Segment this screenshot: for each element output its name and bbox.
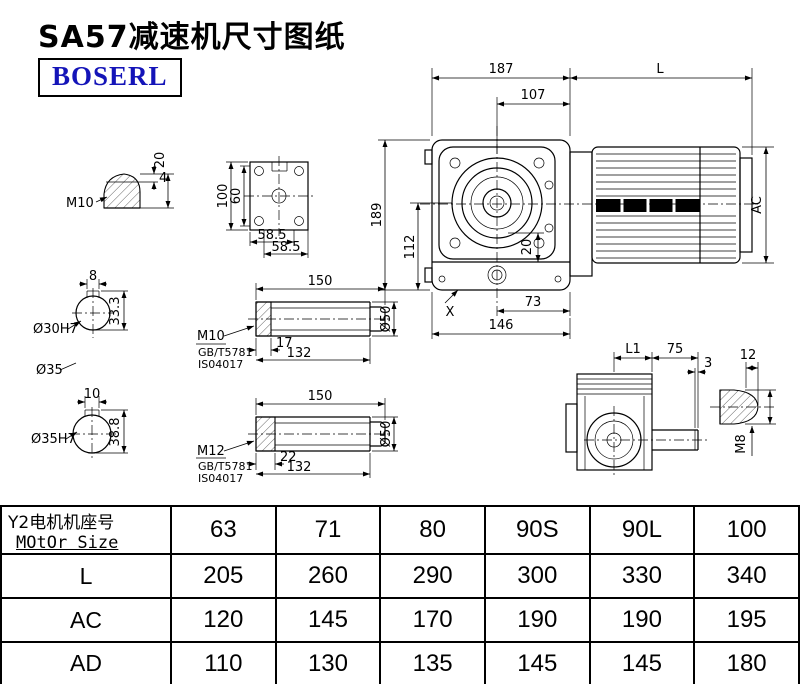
page-title: SA57减速机尺寸图纸: [38, 20, 346, 55]
thread-detail-view: 12 M8: [710, 348, 776, 456]
table-cell: 205: [170, 553, 277, 599]
bore-view-2: 10 Ø35H7 38.8: [31, 387, 128, 460]
dim-73: 73: [525, 295, 542, 310]
table-cell: 290: [379, 553, 486, 599]
table-cell: 145: [588, 641, 696, 684]
table-row-AC: AC 120 145 170 190 190 195: [0, 597, 800, 643]
dim-20-output: 20: [520, 239, 535, 256]
motor-end-cap: [739, 157, 753, 253]
row-label-L: L: [0, 553, 172, 599]
label-std-iso-1: IS04017: [198, 358, 243, 371]
table-cell: 110: [170, 641, 277, 684]
table-cell: 340: [693, 553, 800, 599]
brand-logo: BOSERL: [38, 58, 182, 97]
dim-22: 22: [280, 450, 297, 465]
dim-keyway-10: 10: [84, 387, 101, 402]
label-thread-m10: M10: [197, 329, 225, 344]
dim-keyway-8: 8: [89, 269, 97, 284]
dim-38-8: 38.8: [108, 418, 123, 447]
table-cell: 190: [588, 597, 696, 643]
dim-key-4: 4: [159, 171, 167, 186]
dim-33-3: 33.3: [108, 297, 123, 326]
dim-key-20: 20: [153, 152, 168, 169]
gearbox-body: [431, 139, 571, 291]
table-row-L: L 205 260 290 300 330 340: [0, 553, 800, 599]
motor-size-label-cn: Y2电机机座号: [8, 512, 115, 533]
label-bore-35h7: Ø35H7: [31, 432, 76, 447]
output-shaft-view-2: 150 M12 GB/T5781 IS04017 22 132 Ø50: [196, 389, 398, 485]
column-header-90l: 90L: [588, 505, 696, 555]
column-header-80: 80: [379, 505, 486, 555]
motor-size-header-cell: Y2电机机座号 MOtOr Size: [0, 505, 172, 555]
side-view-body: [576, 373, 653, 471]
table-cell: 260: [274, 553, 382, 599]
label-bore-30h7: Ø30H7: [33, 322, 78, 337]
dim-150-shaft2: 150: [308, 389, 333, 404]
section-marker-x: X: [446, 305, 455, 320]
dim-58-5-left: 58.5: [258, 228, 287, 243]
shaft-tip-section: [719, 389, 759, 425]
dim-146: 146: [489, 318, 514, 333]
dim-132-shaft2: 132: [287, 460, 312, 475]
motor-size-label-en: MOtOr Size: [16, 532, 119, 553]
dim-187: 187: [489, 62, 514, 77]
table-cell: 300: [483, 553, 591, 599]
table-cell: 130: [274, 641, 382, 684]
dim-100: 100: [216, 184, 231, 209]
table-cell: 330: [588, 553, 696, 599]
dim-60: 60: [229, 188, 244, 205]
dim-AC: AC: [750, 196, 765, 214]
column-header-63: 63: [170, 505, 277, 555]
shaft-end-section: [103, 173, 141, 209]
brand-logo-text: BOSERL: [52, 61, 168, 91]
label-thread-m12: M12: [197, 444, 225, 459]
dim-189: 189: [370, 203, 385, 228]
dim-L: L: [656, 62, 664, 77]
label-thread-m10-key: M10: [66, 196, 94, 211]
dim-112: 112: [403, 235, 418, 260]
column-header-71: 71: [274, 505, 382, 555]
side-view: L1 75 3: [565, 342, 712, 476]
table-header-row: Y2电机机座号 MOtOr Size 63 71 80 90S 90L 100: [0, 505, 800, 555]
motor-fins: [596, 153, 736, 259]
table-row-AD: AD 110 130 135 145 145 180: [0, 641, 800, 684]
label-std-gb-1: GB/T5781: [198, 346, 253, 359]
dim-107: 107: [521, 88, 546, 103]
technical-drawing: 187 L 107 189 112 AC 20 73 146 X M10 4 2…: [31, 62, 776, 485]
row-label-AD: AD: [0, 641, 172, 684]
dim-75: 75: [667, 342, 684, 357]
table-cell: 195: [693, 597, 800, 643]
output-shaft-view-1: 150 M10 GB/T5781 IS04017 17 132 Ø50: [196, 274, 398, 371]
dim-3: 3: [704, 356, 712, 371]
dim-L1: L1: [625, 342, 641, 357]
table-cell: 170: [379, 597, 486, 643]
dim-132-shaft1: 132: [287, 346, 312, 361]
dim-dia50-shaft2: Ø50: [379, 421, 394, 448]
column-header-100: 100: [693, 505, 800, 555]
main-view-geometry: [420, 126, 758, 318]
label-dia-35: Ø35: [36, 363, 63, 378]
column-header-90s: 90S: [483, 505, 591, 555]
main-view-dimensions: 187 L 107 189 112 AC 20 73 146 X: [370, 62, 774, 339]
label-thread-m8: M8: [734, 434, 749, 454]
motor-flange: [569, 151, 593, 277]
shaft-end-view: M10 4 20: [66, 152, 174, 211]
dim-12: 12: [740, 348, 757, 363]
table-cell: 120: [170, 597, 277, 643]
table-cell: 190: [483, 597, 591, 643]
dim-17: 17: [276, 336, 293, 351]
label-std-iso-2: IS04017: [198, 472, 243, 485]
bore-view-1: 8 Ø30H7 33.3 Ø35: [33, 269, 128, 378]
dimension-table: Y2电机机座号 MOtOr Size 63 71 80 90S 90L 100 …: [0, 505, 800, 684]
table-cell: 145: [274, 597, 382, 643]
table-cell: 180: [693, 641, 800, 684]
dim-dia50-shaft1: Ø50: [379, 306, 394, 333]
table-cell: 145: [483, 641, 591, 684]
dim-150-shaft1: 150: [308, 274, 333, 289]
dim-58-5-right: 58.5: [272, 240, 301, 255]
row-label-AC: AC: [0, 597, 172, 643]
label-std-gb-2: GB/T5781: [198, 460, 253, 473]
table-cell: 135: [379, 641, 486, 684]
flange-view: 100 60 58.5 58.5: [216, 156, 314, 258]
